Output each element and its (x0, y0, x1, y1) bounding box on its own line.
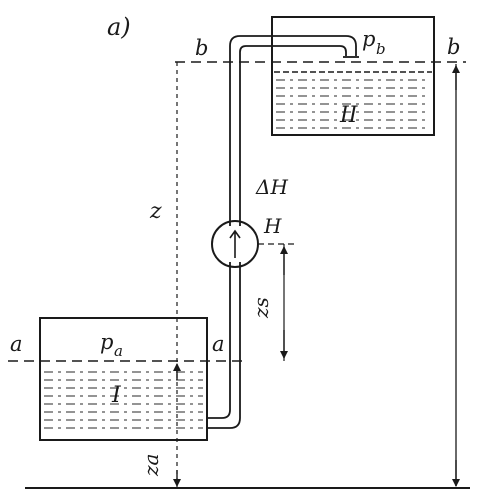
level-b-right-label: b (447, 35, 460, 59)
za-dimension: za (139, 454, 181, 487)
lower-tank-body (39, 317, 208, 441)
z-label: z (149, 199, 162, 224)
upper-pressure-label: p (362, 27, 375, 51)
z-dimension: z (149, 62, 181, 488)
upper-tank-roman-label: II (339, 103, 359, 128)
upper-tank-body (271, 16, 435, 136)
level-a-right-label: a (212, 332, 225, 356)
lower-tank-roman-label: I (111, 383, 122, 408)
lower-pressure-label: p (100, 330, 113, 354)
level-b-left-label: b (195, 36, 208, 60)
pump-head-label: H (263, 214, 282, 238)
upper-pressure-subscript: b (376, 40, 386, 58)
panel-label: a) (107, 13, 131, 41)
pump: H ΔH (211, 175, 288, 268)
zs-label: zs (249, 297, 273, 319)
level-a-left-label: a (10, 332, 23, 356)
zs-dimension: zs (249, 243, 296, 361)
za-label: za (139, 454, 163, 477)
pipe (207, 35, 359, 429)
head-loss-label: ΔH (255, 175, 288, 199)
lower-pressure-subscript: a (114, 342, 123, 360)
lower-tank: p a I (8, 317, 244, 441)
upper-tank: p b II (175, 16, 466, 136)
